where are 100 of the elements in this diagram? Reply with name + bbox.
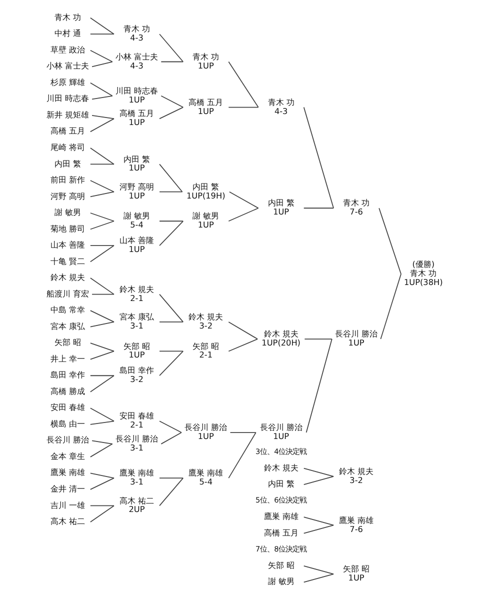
connector xyxy=(303,468,334,477)
node-text: 菊地 勝司 xyxy=(50,223,85,234)
node-text: 宮本 康弘 xyxy=(50,320,85,331)
node-text: 内田 繁 1UP(19H) xyxy=(186,181,226,200)
node-text: 中村 通 xyxy=(54,28,81,38)
node-text: 山本 善隆 1UP xyxy=(119,235,154,254)
connector xyxy=(90,375,114,392)
node-text: 内田 繁 xyxy=(54,158,81,168)
connector xyxy=(90,420,114,425)
node-text: 鈴木 規夫 3-2 xyxy=(188,312,224,330)
connector xyxy=(90,472,114,479)
node-text: 新井 規矩雄 xyxy=(46,109,89,120)
connector xyxy=(90,191,114,198)
connector xyxy=(159,350,184,376)
node-text: 矢部 昭 2-1 xyxy=(192,340,220,360)
node-text: 横島 由一 xyxy=(50,418,85,428)
node-text: 矢部 昭 xyxy=(54,337,81,348)
connector xyxy=(303,106,334,209)
node-text: 中島 常幸 xyxy=(50,304,85,315)
connector xyxy=(228,106,259,108)
node-text: 安田 春雄 2-1 xyxy=(119,410,154,430)
connector xyxy=(92,95,113,100)
node-text: 高橋 五月 1UP xyxy=(119,108,154,128)
node-text: 長谷川 勝治 xyxy=(46,434,89,445)
label: 7位、8位決定戦 xyxy=(255,544,307,554)
node-text: 高橋 五月 xyxy=(264,527,298,538)
connector xyxy=(92,61,113,68)
node-text: 鷹巣 南雄 xyxy=(264,511,298,522)
connector xyxy=(160,95,184,108)
connector xyxy=(228,208,259,222)
connector xyxy=(303,208,334,209)
node-text: 鷹巣 南雄 7-6 xyxy=(339,514,374,534)
connector xyxy=(159,164,183,192)
node-text: 井上 幸一 xyxy=(50,353,85,364)
node-text: 杉原 輝雄 xyxy=(50,76,85,87)
label: 3位、4位決定戦 xyxy=(255,446,307,456)
node-text: 内田 繁 1UP xyxy=(123,154,150,173)
connector xyxy=(229,191,259,209)
node-text: 長谷川 勝治 3-1 xyxy=(115,433,158,452)
node-text: 青木 功 4-3 xyxy=(268,96,294,116)
node-text: 前田 新作 xyxy=(50,174,85,185)
node-text: 矢部 昭 1UP xyxy=(123,340,150,360)
node-text: 山本 善隆 xyxy=(50,240,85,250)
node-text: 鷹巣 南雄 3-1 xyxy=(119,468,154,487)
node-text: 矢部 昭 1UP xyxy=(343,564,370,583)
connector xyxy=(90,212,114,222)
connector xyxy=(159,220,184,246)
node-text: 鈴木 規夫 2-1 xyxy=(119,284,154,303)
node-text: (優勝) 青木 功 1UP(38H) xyxy=(404,259,443,287)
node-text: 島田 幸作 3-2 xyxy=(119,365,154,384)
connector xyxy=(90,310,114,322)
connector xyxy=(303,524,334,534)
connector xyxy=(159,478,184,479)
node-text: 金井 清一 xyxy=(50,483,85,494)
node-text: 金本 章生 xyxy=(50,450,85,461)
connector xyxy=(90,478,114,490)
connector xyxy=(159,350,184,352)
connector xyxy=(90,220,114,230)
connector xyxy=(303,516,334,526)
node-text: 鈴木 規夫 xyxy=(264,462,298,472)
connector xyxy=(90,350,114,360)
node-text: 安田 春雄 xyxy=(50,402,85,412)
connector xyxy=(230,432,256,433)
node-text: 長谷川 勝治 1UP xyxy=(184,422,228,442)
connector xyxy=(159,294,184,322)
node-text: 高木 祐二 2UP xyxy=(119,495,154,514)
node-text: 長谷川 勝治 1UP xyxy=(260,422,302,442)
node-text: 河野 高明 xyxy=(50,190,85,201)
connector xyxy=(159,191,183,192)
node-text: 川田 時志春 1UP xyxy=(115,85,158,104)
node-text: 謝 敏男 xyxy=(54,207,81,218)
connector xyxy=(92,294,114,295)
node-text: 鷹巣 南雄 5-4 xyxy=(188,468,224,487)
connector xyxy=(228,322,258,340)
node-text: 船渡川 育宏 xyxy=(46,288,89,298)
node-text: 小林 富士夫 4-3 xyxy=(115,51,158,70)
node-text: 河野 高明 1UP xyxy=(119,181,154,200)
node-text: 川田 時志春 xyxy=(46,93,89,104)
node-text: 高橋 勝成 xyxy=(50,386,85,396)
node-text: 青木 功 1UP xyxy=(192,51,220,70)
connector xyxy=(159,220,184,222)
node-text: 謝 敏男 1UP xyxy=(192,210,220,230)
connector xyxy=(90,82,113,96)
node-text: 十亀 賢二 xyxy=(50,256,85,266)
connector xyxy=(303,565,334,574)
connector xyxy=(90,322,114,328)
connector xyxy=(90,17,114,35)
connector xyxy=(90,278,114,295)
connector xyxy=(90,505,114,506)
connector xyxy=(90,443,113,458)
connector xyxy=(90,342,114,352)
node-text: 鈴木 規夫 xyxy=(50,272,85,282)
node-text: 謝 敏男 5-4 xyxy=(123,210,150,230)
connector xyxy=(159,478,184,506)
connector xyxy=(90,34,114,35)
connector xyxy=(378,208,402,274)
connector xyxy=(90,50,113,62)
connector xyxy=(159,420,182,433)
connector xyxy=(160,432,182,444)
connector xyxy=(160,61,184,62)
